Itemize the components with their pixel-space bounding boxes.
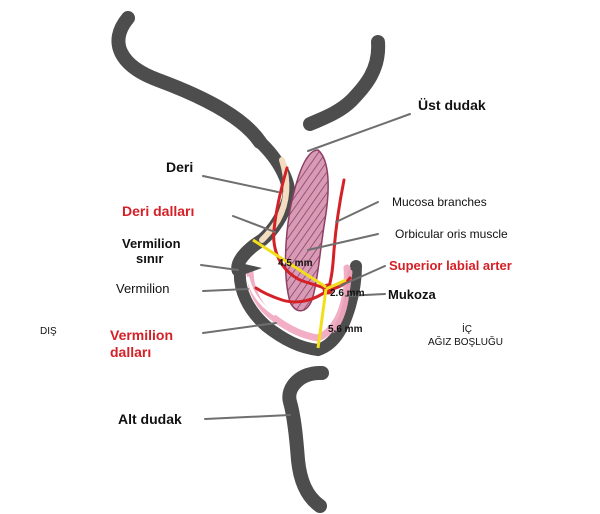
measure-line-4-5mm [252,238,327,289]
label-ic-2: AĞIZ BOŞLUĞU [428,335,503,348]
measure-label-2-6mm: 2.6 mm [330,288,365,299]
orbicular-oris-muscle [284,149,329,312]
deri-branch-artery [272,166,330,292]
label-orbicular-oris: Orbicular oris muscle [395,227,508,241]
leader-vermilion [202,288,249,292]
skin-layer [259,157,290,243]
label-alt-dudak: Alt dudak [118,411,182,427]
leader-vermilion-dallari [202,322,277,334]
label-superior-labial: Superior labial arter [389,258,512,273]
mucosa-edge [331,269,353,333]
measure-line-2-6mm [325,278,347,291]
label-deri: Deri [166,159,193,175]
label-dis: DIŞ [40,326,57,337]
leader-mucosa-branches [335,201,379,223]
label-vermilion-dallari-1: Vermilion [110,327,173,343]
vermilion-branch-artery [254,286,330,304]
leader-deri-dallari [232,215,276,233]
leader-deri [202,175,279,193]
measure-label-5-6mm: 5.6 mm [328,324,363,335]
leader-vermilion-sinir [200,264,239,271]
label-vermilion: Vermilion [116,281,169,296]
vermilion-border-notch [236,262,262,276]
leader-ust-dudak [307,113,411,152]
label-ust-dudak: Üst dudak [418,97,486,113]
nose-outline [111,11,267,149]
leader-lines [200,113,411,420]
mucosa-branch-artery [326,178,346,292]
label-vermilion-sinir-1: Vermilion [122,236,181,251]
label-mukoza: Mukoza [388,287,436,302]
leader-mukoza [345,293,386,297]
leader-alt-dudak [204,414,291,420]
label-mucosa-branches: Mucosa branches [392,195,487,209]
label-vermilion-dallari-2: dalları [110,344,151,360]
label-vermilion-sinir-2: sınır [136,251,163,266]
label-deri-dallari: Deri dalları [122,203,194,219]
nostril-outline [303,35,386,131]
leader-superior-labial [339,265,386,287]
label-ic-1: İÇ [462,322,472,335]
measure-label-4-5mm: 4.5 mm [278,258,313,269]
lower-lip-outline [282,366,329,513]
vermilion-inner-strip [246,276,276,316]
leader-orbicular-oris [307,233,379,251]
measure-line-5-6mm [316,288,328,349]
